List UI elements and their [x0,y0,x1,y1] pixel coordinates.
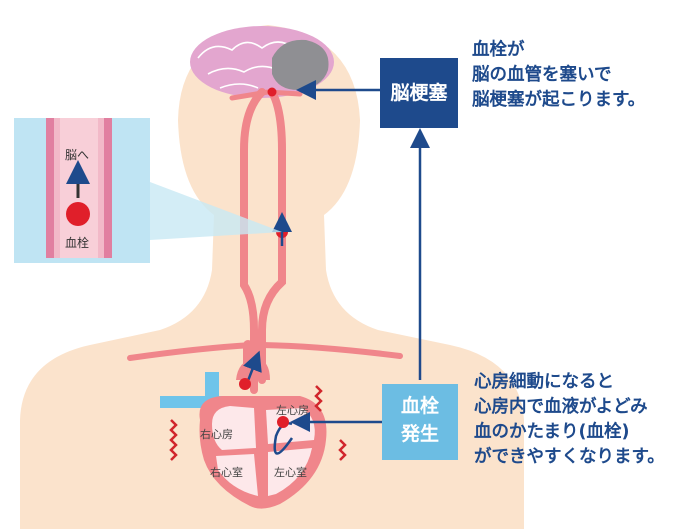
inset-label-clot: 血栓 [65,234,89,251]
inset-clot [66,202,90,226]
label-right-atrium: 右心房 [200,426,233,442]
bottom-caption-line-2: 心房内で血液がよどみ [474,395,665,420]
stroke-box-label: 脳梗塞 [380,78,458,105]
clot-box-line-1: 血栓 [382,392,458,420]
label-left-ventricle: 左心室 [274,464,307,480]
bottom-caption-line-4: ができやすくなります。 [474,445,665,470]
clot-brain [268,88,277,97]
top-caption-line-2: 脳の血管を塞いで [472,63,645,88]
inset-label-to-brain: 脳へ [65,146,89,163]
top-caption-line-3: 脳梗塞が起こります。 [472,88,645,113]
brain [190,26,334,98]
clot-box-line-2: 発生 [382,420,458,448]
label-left-atrium: 左心房 [276,402,309,418]
clot-aortic-arch [239,378,251,390]
bottom-caption-line-3: 血のかたまり(血栓) [474,420,665,445]
bottom-caption: 心房細動になると 心房内で血液がよどみ 血のかたまり(血栓) ができやすくなりま… [474,370,665,470]
clot-box-label: 血栓 発生 [382,392,458,448]
top-caption: 血栓が 脳の血管を塞いで 脳梗塞が起こります。 [472,38,645,113]
bottom-caption-line-1: 心房細動になると [474,370,665,395]
top-caption-line-1: 血栓が [472,38,645,63]
label-right-ventricle: 右心室 [210,464,243,480]
